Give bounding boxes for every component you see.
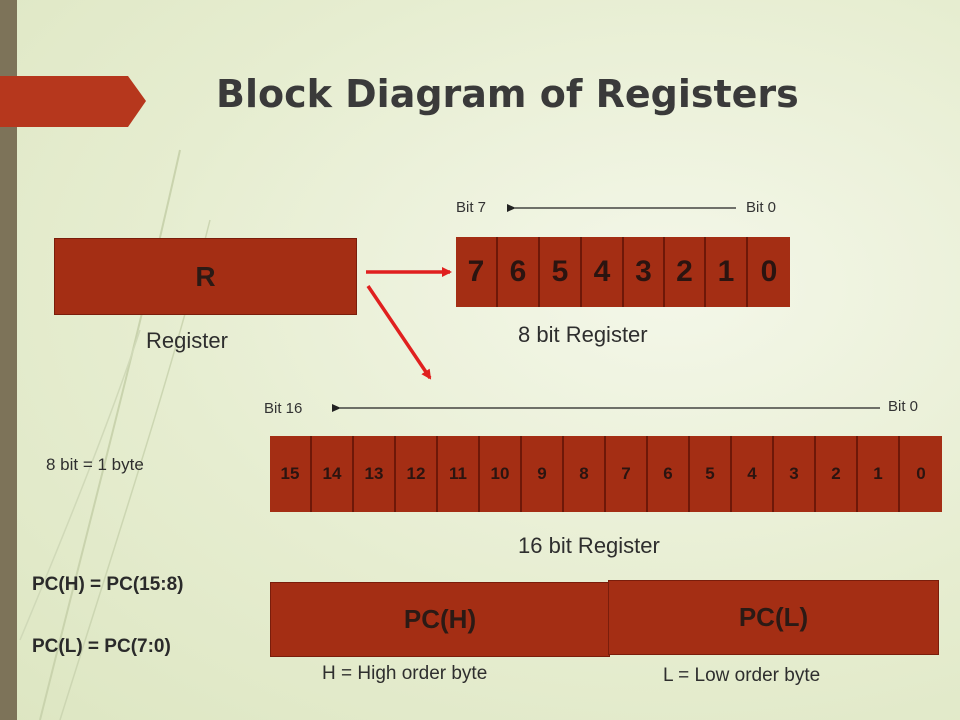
pc-low-box: PC(L) bbox=[608, 580, 939, 655]
bit-cell-8: 8 bbox=[564, 436, 606, 512]
bit-cell-0-low: 0 bbox=[900, 436, 942, 512]
side-accent-bar bbox=[0, 0, 17, 720]
pc-high-equation: PC(H) = PC(15:8) bbox=[32, 574, 184, 595]
bit-cell-13: 13 bbox=[354, 436, 396, 512]
bit0-label: Bit 0 bbox=[746, 199, 777, 216]
register-r-label: R bbox=[195, 260, 216, 292]
bit-cell-12: 12 bbox=[396, 436, 438, 512]
pc-high-label: PC(H) bbox=[403, 604, 477, 634]
byte-note: 8 bit = 1 byte bbox=[46, 455, 144, 474]
bit-cell-4: 4 bbox=[582, 237, 624, 307]
bit-cell-10: 10 bbox=[480, 436, 522, 512]
bit-cell-0: 0 bbox=[748, 237, 790, 307]
bit-cell-5-low: 5 bbox=[690, 436, 732, 512]
decorative-curve bbox=[39, 149, 181, 720]
bit-cell-5: 5 bbox=[540, 237, 582, 307]
bit-cell-3: 3 bbox=[624, 237, 665, 307]
bit-cell-2-low: 2 bbox=[816, 436, 858, 512]
arrow-to-16bit bbox=[366, 285, 432, 380]
title-tab-arrow bbox=[0, 76, 146, 127]
bit-cell-1-low: 1 bbox=[858, 436, 900, 512]
low-byte-caption: L = Low order byte bbox=[663, 665, 821, 686]
bit0-label-16: Bit 0 bbox=[888, 398, 919, 415]
pc-low-equation: PC(L) = PC(7:0) bbox=[32, 636, 171, 657]
slide-title: Block Diagram of Registers bbox=[216, 72, 799, 116]
16bit-register-caption: 16 bit Register bbox=[518, 533, 660, 558]
bit-cell-6-low: 6 bbox=[648, 436, 690, 512]
bit-cell-6: 6 bbox=[498, 237, 540, 307]
bit16-label: Bit 16 bbox=[264, 400, 303, 417]
bit-cell-4-low: 4 bbox=[732, 436, 774, 512]
bit7-label: Bit 7 bbox=[456, 199, 487, 216]
pc-high-box: PC(H) bbox=[270, 582, 610, 657]
register-r-box: R bbox=[54, 238, 357, 315]
bit-cell-7: 7 bbox=[456, 237, 498, 307]
bit-cell-15: 15 bbox=[270, 436, 312, 512]
bit-cell-7-low: 7 bbox=[606, 436, 648, 512]
bit-cell-9: 9 bbox=[522, 436, 564, 512]
high-byte-caption: H = High order byte bbox=[322, 663, 488, 684]
bit-cell-2: 2 bbox=[665, 237, 706, 307]
bit-cell-1: 1 bbox=[706, 237, 748, 307]
8bit-register-caption: 8 bit Register bbox=[518, 322, 648, 347]
decorative-curve bbox=[19, 329, 141, 641]
bit-cell-14: 14 bbox=[312, 436, 354, 512]
bit-cell-3-low: 3 bbox=[774, 436, 816, 512]
register-caption: Register bbox=[146, 328, 228, 353]
bit-cell-11: 11 bbox=[438, 436, 480, 512]
pc-low-label: PC(L) bbox=[738, 602, 809, 632]
